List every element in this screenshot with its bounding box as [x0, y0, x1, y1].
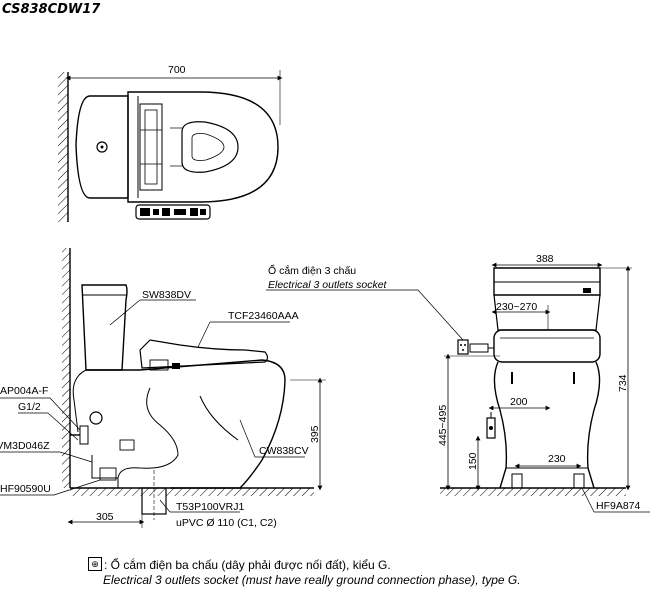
part-valve-label: AP004A-F	[0, 385, 48, 397]
supply-offset-dim: 200	[510, 396, 528, 408]
top-width-dim: 700	[168, 64, 186, 76]
note-english: Electrical 3 outlets socket (must have r…	[103, 573, 521, 587]
part-fixing-label: HF9A874	[596, 500, 641, 512]
part-pipe-label: T53P100VRJ1	[176, 501, 244, 513]
side-valve-icon	[89, 411, 103, 425]
flush-button-icon	[96, 141, 108, 153]
socket-symbol-icon: ⊕	[88, 557, 102, 571]
technical-drawing: 700	[0, 64, 650, 529]
front-floor-hatch	[440, 488, 626, 496]
side-tank	[81, 284, 128, 371]
side-seat	[139, 339, 269, 369]
front-pedestal	[493, 361, 601, 489]
front-width-dim: 388	[536, 253, 554, 265]
part-pipe-spec-label: uPVC Ø 110 (C1, C2)	[176, 517, 277, 529]
front-seat	[493, 329, 601, 363]
socket-label-vi: Ổ cắm điện 3 chấu	[268, 264, 356, 277]
side-depth-dim: 305	[96, 511, 114, 523]
top-seat-outline	[127, 91, 279, 203]
part-thread-label: G1/2	[18, 401, 41, 413]
part-hose-label: TVM3D046Z	[0, 440, 50, 452]
drawing-title: CS838CDW17	[2, 2, 101, 17]
top-tank-outline	[75, 95, 129, 199]
top-view: 700	[58, 64, 283, 222]
part-tank-label: SW838DV	[142, 289, 191, 301]
front-socket-icon	[457, 339, 469, 355]
note-vietnamese: : Ổ cắm điện ba chấu (dây phải được nối …	[88, 558, 391, 572]
side-trap	[117, 387, 179, 488]
front-height-dim: 734	[617, 374, 629, 392]
top-bowl-inner	[181, 121, 239, 173]
socket-label-en: Electrical 3 outlets socket	[268, 279, 388, 291]
front-inner-dim: 230~270	[496, 301, 537, 313]
side-floor-hatch	[70, 488, 314, 496]
outlet-width-dim: 230	[548, 453, 566, 465]
side-wall-hatch	[62, 248, 70, 488]
front-view: Ổ cắm điện 3 chấu Electrical 3 outlets s…	[266, 253, 650, 513]
supply-height-dim: 445~495	[437, 405, 449, 446]
note-vietnamese-text: : Ổ cắm điện ba chấu (dây phải được nối …	[104, 558, 391, 572]
outlet-height-dim: 150	[467, 452, 479, 470]
side-height-dim: 395	[309, 425, 321, 443]
part-seat-label: TCF23460AAA	[228, 310, 299, 322]
remote-control-icon	[135, 204, 211, 220]
part-flange-label: HF90590U	[0, 483, 51, 495]
side-view: SW838DV TCF23460AAA CW838CV AP004A-F G1/…	[0, 248, 326, 529]
part-bowl-label: CW838CV	[259, 445, 309, 457]
top-wall-hatch	[58, 72, 68, 222]
